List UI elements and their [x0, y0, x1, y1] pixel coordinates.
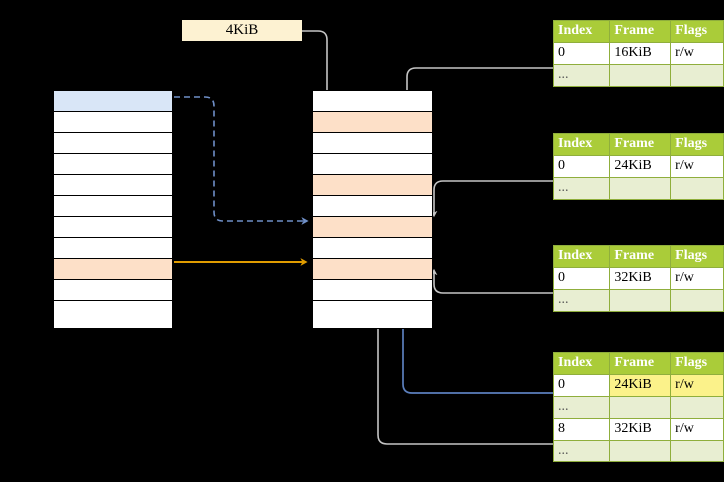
page-table-level-2-r1-index: ...	[552, 176, 611, 200]
page-table-level-4-r1-index: ...	[552, 395, 611, 419]
page-table-level-2-header-index: Index	[552, 133, 611, 156]
page-table-level-4-row-3: ...	[552, 439, 724, 463]
page-table-level-4-r2-flags: r/w	[670, 417, 724, 441]
page-table-level-2-r1-frame	[609, 176, 672, 200]
page-table-level-4-row-1: ...	[552, 395, 724, 419]
page-table-level-1-r0-frame: 16KiB	[609, 41, 672, 65]
page-table-level-4-r0-frame: 24KiB	[609, 373, 672, 397]
physical-memory-column	[312, 90, 433, 329]
vaddr-page-row-7	[54, 238, 172, 259]
page-table-level-4-r2-frame: 32KiB	[609, 417, 672, 441]
vaddr-page-row-1	[54, 112, 172, 133]
page-table-level-3-row-1: ...	[552, 288, 724, 312]
page-table-level-2-r0-index: 0	[552, 154, 611, 178]
page-table-level-1-r1-index: ...	[552, 63, 611, 87]
page-table-level-3-header-index: Index	[552, 245, 611, 268]
page-table-level-4-r0-flags: r/w	[670, 373, 724, 397]
page-size-chip: 4KiB	[182, 20, 302, 41]
page-table-level-3-header-frame: Frame	[609, 245, 672, 268]
page-table-level-3-header-flags: Flags	[670, 245, 724, 268]
page-table-level-3-r1-index: ...	[552, 288, 611, 312]
phys-frame-row-10	[313, 301, 432, 322]
vaddr-page-row-0	[54, 91, 172, 112]
page-table-level-4-r1-frame	[609, 395, 672, 419]
page-table-level-1-r1-flags	[670, 63, 724, 87]
vaddr-page-row-2	[54, 133, 172, 154]
vaddr-page-row-6	[54, 217, 172, 238]
page-table-level-3-r1-frame	[609, 288, 672, 312]
page-table-level-3-r0-index: 0	[552, 266, 611, 290]
page-table-level-2-row-1: ...	[552, 176, 724, 200]
page-table-level-4-r3-frame	[609, 439, 672, 463]
wire-table2-to-frame6	[430, 180, 556, 218]
phys-frame-row-1	[313, 112, 432, 133]
page-table-level-1-r0-flags: r/w	[670, 41, 724, 65]
page-table-level-4-header-frame: Frame	[609, 352, 672, 375]
page-table-level-1-header-index: Index	[552, 20, 611, 43]
phys-frame-row-3	[313, 154, 432, 175]
page-table-level-2-r1-flags	[670, 176, 724, 200]
page-table-level-4-header-flags: Flags	[670, 352, 724, 375]
page-table-level-1-row-1: ...	[552, 63, 724, 87]
page-table-level-4-r0-index: 0	[552, 373, 611, 397]
phys-frame-row-7	[313, 238, 432, 259]
phys-frame-row-6	[313, 217, 432, 238]
wire-vaddr-blue-to-frame6	[174, 96, 309, 225]
page-table-level-3-r0-frame: 32KiB	[609, 266, 672, 290]
vaddr-page-row-5	[54, 196, 172, 217]
phys-frame-row-4	[313, 175, 432, 196]
page-table-level-4-r3-index: ...	[552, 439, 611, 463]
page-table-level-1-r1-frame	[609, 63, 672, 87]
vaddr-page-row-3	[54, 154, 172, 175]
vaddr-page-row-9	[54, 280, 172, 301]
page-table-level-2-r0-frame: 24KiB	[609, 154, 672, 178]
page-table-level-4-r2-index: 8	[552, 417, 611, 441]
page-table-level-3-r1-flags	[670, 288, 724, 312]
phys-frame-row-5	[313, 196, 432, 217]
phys-frame-row-9	[313, 280, 432, 301]
phys-frame-row-2	[313, 133, 432, 154]
page-table-level-2-header-flags: Flags	[670, 133, 724, 156]
page-table-level-1-header-flags: Flags	[670, 20, 724, 43]
page-table-level-1-r0-index: 0	[552, 41, 611, 65]
wire-table3-to-frame8	[430, 268, 556, 294]
virtual-address-column	[53, 90, 173, 329]
page-table-level-1-header-frame: Frame	[609, 20, 672, 43]
vaddr-page-row-4	[54, 175, 172, 196]
vaddr-page-row-8	[54, 259, 172, 280]
phys-frame-row-8	[313, 259, 432, 280]
vaddr-page-row-10	[54, 301, 172, 322]
page-table-level-4-header-index: Index	[552, 352, 611, 375]
page-table-level-2-header-frame: Frame	[609, 133, 672, 156]
phys-frame-row-0	[313, 91, 432, 112]
page-size-label: 4KiB	[225, 22, 259, 38]
page-table-level-4-r1-flags	[670, 395, 724, 419]
page-table-level-3-r0-flags: r/w	[670, 266, 724, 290]
page-table-level-4-r3-flags	[670, 439, 724, 463]
page-table-level-2-r0-flags: r/w	[670, 154, 724, 178]
